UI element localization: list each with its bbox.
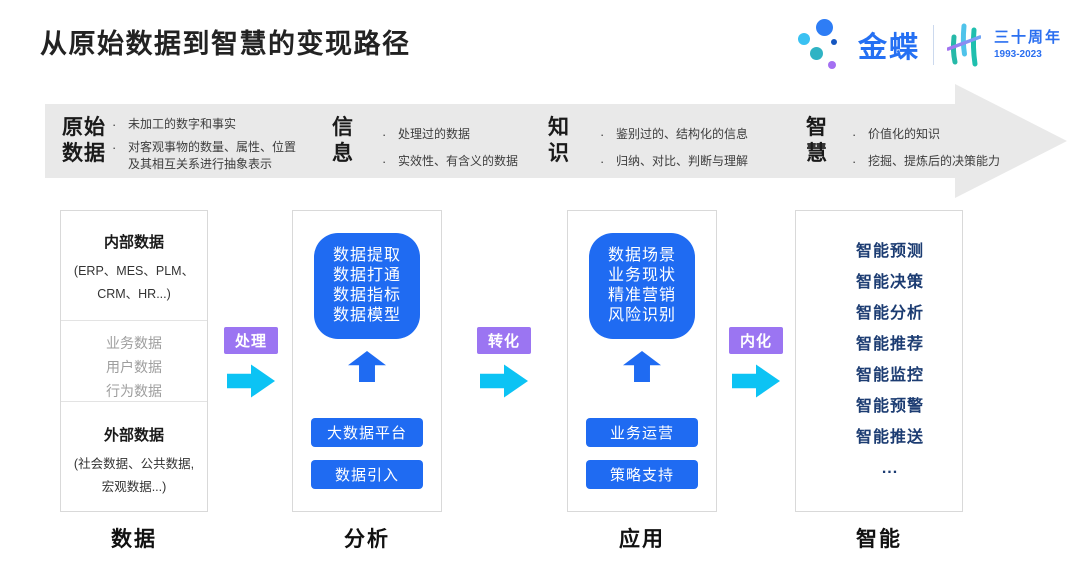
bullet-item: · 实效性、有含义的数据 bbox=[382, 154, 519, 169]
list-item: 智能监控 bbox=[855, 367, 924, 384]
connector-internalize: 内化 bbox=[729, 327, 783, 399]
data-column-box: 内部数据 (ERP、MES、PLM、CRM、HR...) 业务数据 用户数据 行… bbox=[60, 210, 208, 512]
business-operation-chip: 业务运营 bbox=[586, 418, 698, 447]
middle-data-section: 业务数据 用户数据 行为数据 bbox=[61, 321, 207, 402]
column-footer-data: 数据 bbox=[111, 528, 157, 551]
bullet-item: · 鉴别过的、结构化的信息 bbox=[600, 127, 749, 142]
logo-dot-cyan bbox=[797, 33, 810, 45]
kingdee-logo-dots-icon bbox=[797, 18, 845, 72]
column-footer-analysis: 分析 bbox=[344, 528, 390, 551]
application-column-box: 数据场景 业务现状 精准营销 风险识别 业务运营 策略支持 bbox=[567, 210, 717, 512]
bullet-dot-icon: · bbox=[112, 140, 117, 155]
bullet-item: · 未加工的数字和事实 bbox=[112, 117, 237, 132]
bullet-item: · 归纳、对比、判断与理解 bbox=[600, 154, 749, 169]
right-arrow-icon bbox=[480, 364, 528, 398]
list-item: 智能推荐 bbox=[855, 336, 924, 353]
bullet-dot-icon: · bbox=[852, 154, 857, 169]
list-item: 用户数据 bbox=[106, 359, 162, 375]
list-item: 智能预测 bbox=[855, 243, 924, 260]
kingdee-brand-text: 金蝶 bbox=[857, 32, 920, 64]
bullet-item: · 价值化的知识 bbox=[852, 127, 941, 142]
logo-dot-purple bbox=[827, 61, 836, 69]
stage-heading-information: 信 息 bbox=[332, 116, 354, 165]
data-import-chip: 数据引入 bbox=[311, 460, 423, 489]
intelligence-list: 智能预测 智能决策 智能分析 智能推荐 智能监控 智能预警 智能推送 ... bbox=[796, 211, 962, 484]
anniversary-label: 三十周年 bbox=[993, 29, 1062, 46]
list-item: 智能决策 bbox=[855, 274, 924, 291]
analysis-column-box: 数据提取 数据打通 数据指标 数据模型 大数据平台 数据引入 bbox=[292, 210, 442, 512]
stage-heading-wisdom: 智 慧 bbox=[806, 116, 828, 165]
transform-label: 转化 bbox=[477, 327, 531, 354]
bullet-dot-icon: · bbox=[112, 117, 117, 132]
logo-dot-navy bbox=[830, 39, 837, 45]
column-footer-application: 应用 bbox=[619, 528, 665, 551]
list-item: 智能推送 bbox=[855, 429, 924, 446]
anniversary-30-icon bbox=[946, 23, 981, 67]
stage-bullets-raw-data: · 未加工的数字和事实 · 对客观事物的数量、属性、位置及其相互关系进行抽象表示 bbox=[112, 116, 312, 173]
intelligence-column-box: 智能预测 智能决策 智能分析 智能推荐 智能监控 智能预警 智能推送 ... bbox=[795, 210, 963, 512]
stage-bullets-wisdom: · 价值化的知识 · 挖掘、提炼后的决策能力 bbox=[852, 126, 1022, 170]
list-item: 智能预警 bbox=[855, 398, 924, 415]
column-footer-intelligence: 智能 bbox=[856, 528, 902, 551]
big-data-platform-chip: 大数据平台 bbox=[311, 418, 423, 447]
external-data-section: 外部数据 (社会数据、公共数据, 宏观数据...) bbox=[61, 402, 207, 511]
analysis-buttons: 大数据平台 数据引入 bbox=[293, 418, 441, 489]
connector-process: 处理 bbox=[224, 327, 278, 399]
internalize-label: 内化 bbox=[729, 327, 783, 354]
stage-heading-raw-data: 原始 数据 bbox=[62, 116, 106, 165]
logo-divider bbox=[932, 25, 934, 65]
internal-data-subtitle: (ERP、MES、PLM、CRM、HR...) bbox=[73, 264, 195, 302]
list-item: 业务数据 bbox=[106, 335, 162, 351]
application-panel: 数据场景 业务现状 精准营销 风险识别 bbox=[589, 233, 695, 339]
bullet-item: · 对客观事物的数量、属性、位置及其相互关系进行抽象表示 bbox=[112, 140, 297, 171]
external-data-title: 外部数据 bbox=[103, 427, 164, 444]
up-arrow-icon bbox=[623, 351, 661, 382]
bullet-dot-icon: · bbox=[382, 127, 387, 142]
bullet-item: · 挖掘、提炼后的决策能力 bbox=[852, 154, 1001, 169]
bullet-dot-icon: · bbox=[600, 154, 605, 169]
internal-data-title: 内部数据 bbox=[103, 234, 164, 251]
list-item: 智能分析 bbox=[855, 305, 924, 322]
process-label: 处理 bbox=[224, 327, 278, 354]
right-arrow-icon bbox=[732, 364, 780, 398]
logo-dot-blue bbox=[815, 19, 833, 36]
page-title: 从原始数据到智慧的变现路径 bbox=[40, 29, 411, 59]
application-buttons: 业务运营 策略支持 bbox=[568, 418, 716, 489]
anniversary-years: 1993-2023 bbox=[993, 49, 1042, 60]
anniversary-text: 三十周年 1993-2023 bbox=[994, 29, 1062, 61]
right-arrow-icon bbox=[227, 364, 275, 398]
kingdee-logo: 金蝶 三十周年 1993-2023 bbox=[797, 16, 1062, 74]
bullet-dot-icon: · bbox=[852, 127, 857, 142]
connector-transform: 转化 bbox=[477, 327, 531, 399]
up-arrow-icon bbox=[348, 351, 386, 382]
analysis-panel: 数据提取 数据打通 数据指标 数据模型 bbox=[314, 233, 420, 339]
bullet-dot-icon: · bbox=[600, 127, 605, 142]
list-item: ... bbox=[881, 460, 899, 477]
external-data-subtitle: (社会数据、公共数据, 宏观数据...) bbox=[73, 457, 195, 495]
stage-bullets-information: · 处理过的数据 · 实效性、有含义的数据 bbox=[382, 126, 547, 170]
logo-dot-teal bbox=[809, 47, 823, 60]
stage-heading-knowledge: 知 识 bbox=[548, 116, 570, 165]
flow-banner bbox=[45, 104, 955, 178]
flow-banner-arrowhead-icon bbox=[955, 84, 1067, 198]
stage-bullets-knowledge: · 鉴别过的、结构化的信息 · 归纳、对比、判断与理解 bbox=[600, 126, 785, 170]
strategy-support-chip: 策略支持 bbox=[586, 460, 698, 489]
bullet-item: · 处理过的数据 bbox=[382, 127, 471, 142]
bullet-dot-icon: · bbox=[382, 154, 387, 169]
list-item: 行为数据 bbox=[106, 383, 162, 399]
internal-data-section: 内部数据 (ERP、MES、PLM、CRM、HR...) bbox=[61, 211, 207, 321]
